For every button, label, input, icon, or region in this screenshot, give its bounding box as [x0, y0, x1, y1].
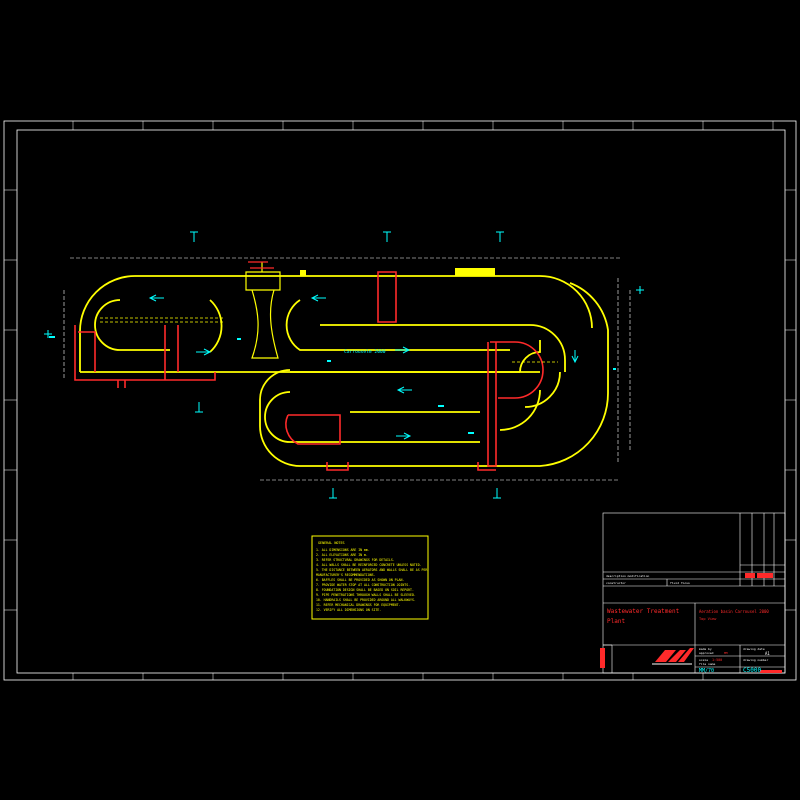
scale-label: scale [699, 658, 708, 662]
title-block: description modification constructor flu… [600, 512, 786, 674]
drawing-number: C5000 [743, 667, 761, 674]
drawn-by-value: MM [724, 651, 728, 655]
notes-line: 12. VERIFY ALL DIMENSIONS ON SITE. [316, 608, 381, 612]
clarifier-center [245, 262, 281, 359]
aeration-rotors [100, 317, 558, 363]
clarifier-red [248, 261, 274, 269]
section-markers [44, 231, 644, 499]
notes-line: 2. ALL ELEVATIONS ARE IN m. [316, 553, 368, 557]
notes-title: GENERAL NOTES [318, 541, 345, 545]
notes-line: 11. REFER MECHANICAL DRAWINGS FOR EQUIPM… [316, 603, 401, 607]
filename-label: file name [699, 662, 715, 666]
annotation-dots [49, 336, 616, 434]
notes-line: 4. ALL WALLS SHALL BE REINFORCED CONCRET… [316, 563, 422, 567]
general-notes-box: GENERAL NOTES 1. ALL DIMENSIONS ARE IN m… [311, 535, 429, 620]
notes-line: MANUFACTURER'S RECOMMENDATIONS. [316, 573, 376, 577]
notes-line: 1. ALL DIMENSIONS ARE IN mm. [316, 548, 370, 552]
yellow-blocks [300, 268, 495, 276]
sheet-size: A1 [765, 651, 770, 656]
red-structures [74, 271, 544, 471]
notes-line: 3. REFER STRUCTURAL DRAWINGS FOR DETAILS… [316, 558, 395, 562]
drawing-number-label: drawing number [743, 658, 768, 662]
checked-label: fluid focus [670, 581, 690, 585]
description-label: description modification [606, 574, 650, 578]
approved-label: approved [699, 651, 714, 655]
notes-line: 6. BAFFLES SHALL BE PROVIDED AS SHOWN ON… [316, 578, 404, 582]
notes-line: 8. FOUNDATION DESIGN SHALL BE BASED ON S… [316, 588, 414, 592]
notes-line: 7. PROVIDE WATER STOP AT ALL CONSTRUCTIO… [316, 583, 410, 587]
frame-tick-marks [4, 121, 796, 680]
project-title-line2: Plant [607, 618, 625, 625]
made-by-label: made by [699, 647, 712, 651]
sheet-frame [3, 120, 797, 681]
flow-arrows [148, 294, 579, 440]
constructor-label: constructor [606, 581, 626, 585]
drawing-title: Aeration basin Carrousel 2000 [699, 609, 769, 614]
date-label: drawing date [743, 647, 765, 651]
project-title: Wastewater Treatment [607, 608, 680, 615]
filename-value: MM/70 [699, 668, 714, 674]
tank-label: Carrousel® 2000 [344, 349, 386, 355]
notes-line: 9. PIPE PENETRATIONS THROUGH WALLS SHALL… [316, 593, 416, 597]
notes-line: 10. HANDRAILS SHALL BE PROVIDED AROUND A… [316, 598, 416, 602]
dimension-lines [63, 257, 631, 481]
tank-outline [79, 275, 609, 467]
drawing-subtitle: Top View [699, 617, 717, 621]
notes-line: 5. THE DISTANCE BETWEEN AERATORS AND WAL… [316, 568, 427, 572]
company-logo [652, 648, 694, 665]
scale-value: 1:500 [712, 658, 722, 662]
